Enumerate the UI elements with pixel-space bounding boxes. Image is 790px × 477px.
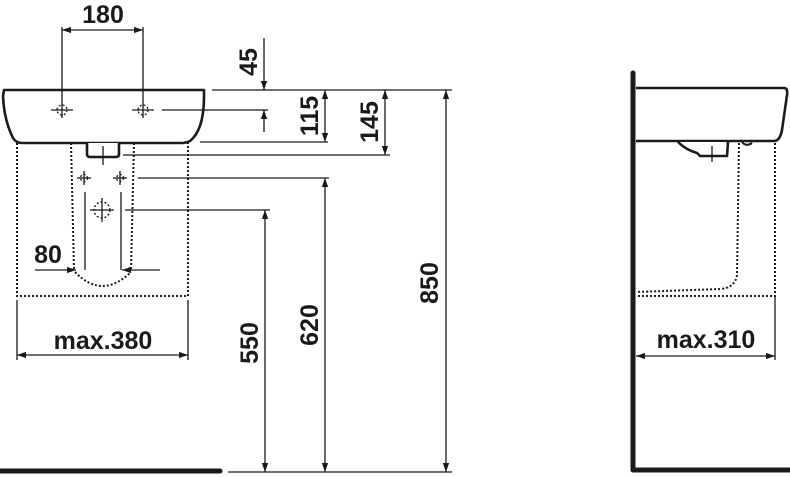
wall-and-floor <box>630 70 790 473</box>
dim-fixing-upper: 620 <box>296 178 329 472</box>
label-max-380: max.380 <box>54 327 153 355</box>
dim-max-depth: max.310 <box>636 326 775 360</box>
label-850: 850 <box>416 262 444 304</box>
label-145: 145 <box>356 101 384 143</box>
label-550: 550 <box>236 322 264 364</box>
fixing-hole-right-icon <box>113 171 127 185</box>
label-80: 80 <box>34 241 62 269</box>
dim-tap-spacing: 180 <box>61 1 144 102</box>
front-view: 180 45 115 145 80 <box>0 1 452 474</box>
basin-side <box>636 86 789 143</box>
dim-rim-height: 850 <box>416 90 450 472</box>
label-180: 180 <box>82 1 124 29</box>
label-max-310: max.310 <box>657 326 756 354</box>
dim-overflow: 45 <box>235 38 268 132</box>
pedestal-outline <box>16 142 189 297</box>
waste-pipe-hole-icon <box>90 198 114 222</box>
tap-hole-right-icon <box>132 102 154 118</box>
dim-fixing-lower: 550 <box>236 210 269 472</box>
dim-pedestal-width: 80 <box>34 192 160 274</box>
dim-basin-height: 145 <box>356 90 389 155</box>
dim-waste: 115 <box>296 90 329 142</box>
fixing-hole-left-icon <box>77 171 91 185</box>
label-620: 620 <box>296 304 324 346</box>
tap-hole-left-icon <box>51 102 73 118</box>
dim-max-width: max.380 <box>16 300 189 360</box>
label-115: 115 <box>296 96 324 136</box>
basin-front <box>1 88 206 145</box>
side-view: max.310 <box>630 70 790 473</box>
label-45: 45 <box>235 48 263 76</box>
